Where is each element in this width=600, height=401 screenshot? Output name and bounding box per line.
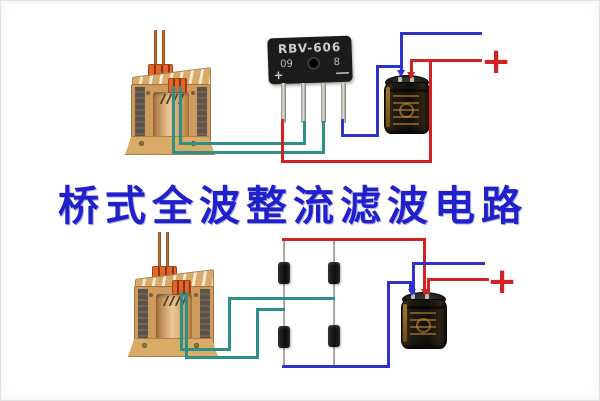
wire-teal-secondary	[172, 151, 325, 154]
wire-teal-secondary	[228, 297, 335, 300]
primary-wire	[162, 30, 165, 68]
bridge-minus-mark: −	[333, 65, 352, 81]
wire-blue-negative	[341, 119, 344, 137]
capacitor-negative-pin	[398, 77, 402, 82]
wire-teal-secondary	[256, 308, 259, 359]
diode-4	[328, 325, 340, 347]
frame-hole	[149, 293, 153, 297]
wire-red-positive	[282, 238, 426, 241]
capacitor-crimp	[401, 306, 445, 309]
wire-blue-negative	[412, 262, 415, 294]
primary-wire	[158, 232, 161, 270]
wire-red-positive	[429, 61, 432, 163]
capacitor-positive-pin	[410, 77, 414, 82]
wire-blue-negative	[412, 262, 485, 265]
wire-blue-negative	[282, 365, 390, 368]
filter-capacitor-bottom	[400, 290, 447, 349]
primary-wire	[154, 30, 157, 68]
primary-wire	[166, 232, 169, 270]
diode-3	[328, 262, 340, 284]
wire-teal-secondary	[185, 292, 188, 359]
wire-blue-negative	[387, 281, 390, 368]
wire-blue-arrow	[397, 70, 405, 77]
bridge-leg-ac2	[321, 83, 326, 123]
core-lamination	[138, 289, 148, 343]
wire-teal-secondary	[180, 292, 183, 351]
wire-teal-secondary	[179, 86, 182, 145]
capacitor-logo	[416, 318, 431, 333]
core-lamination	[197, 87, 207, 141]
capacitor-gold-stripe	[386, 87, 390, 127]
wire-red-positive	[423, 238, 426, 292]
wire-red-positive	[281, 160, 432, 163]
wire-blue-negative	[341, 134, 379, 137]
wire-teal-secondary	[172, 86, 175, 153]
capacitor-logo	[399, 103, 414, 118]
diode-lead	[333, 240, 335, 367]
positive-output-label-bottom: +	[487, 261, 518, 302]
capacitor-crimp	[384, 89, 428, 92]
wire-blue-negative	[400, 32, 482, 35]
diode-2	[278, 326, 290, 348]
wire-blue-negative	[376, 65, 402, 68]
bridge-rectifier: RBV-606 09 8 + −	[266, 35, 358, 123]
screw	[142, 343, 147, 348]
diode-lead	[283, 240, 285, 367]
wire-blue-negative	[376, 65, 379, 137]
transformer-core	[131, 84, 211, 144]
filter-capacitor-top	[383, 73, 430, 134]
wire-teal-secondary	[179, 142, 306, 145]
wire-red-positive	[427, 278, 489, 281]
bridge-body: RBV-606 09 8 + −	[267, 35, 353, 85]
bridge-plus-mark: +	[273, 67, 284, 83]
transformer-core	[134, 286, 214, 346]
wire-blue-negative	[409, 281, 412, 292]
bridge-mounting-hole	[308, 58, 318, 69]
capacitor-gold-stripe	[403, 304, 407, 342]
wire-teal-secondary	[256, 308, 285, 311]
frame-hole	[146, 91, 150, 95]
positive-output-label-top: +	[481, 41, 512, 82]
wire-red-positive	[281, 119, 284, 163]
screw	[194, 343, 199, 348]
wire-red-positive	[410, 59, 482, 62]
capacitor-negative-pin	[411, 294, 415, 299]
bridge-leg-minus	[341, 83, 346, 123]
wire-blue-negative	[387, 281, 411, 284]
bridge-model-label: RBV-606	[277, 39, 342, 57]
screw	[139, 141, 144, 146]
wire-blue-arrow	[408, 289, 416, 296]
bridge-leg-plus	[281, 83, 286, 123]
wire-red-arrow	[421, 289, 429, 296]
wire-red-positive	[410, 61, 413, 75]
wire-teal-secondary	[180, 348, 231, 351]
wire-red-arrow	[407, 72, 415, 79]
wire-teal-secondary	[322, 121, 325, 154]
wire-teal-secondary	[303, 121, 306, 145]
terminal-block	[168, 78, 187, 93]
core-lamination	[135, 87, 145, 141]
page-title: 桥式全波整流滤波电路	[58, 182, 528, 230]
wire-teal-secondary	[228, 297, 231, 351]
core-lamination	[200, 289, 210, 343]
transformer-bottom	[128, 230, 218, 357]
transformer-top	[125, 28, 215, 155]
bridge-leg-ac1	[301, 83, 306, 123]
frame-hole	[194, 293, 198, 297]
diode-1	[278, 262, 290, 284]
capacitor-positive-pin	[425, 294, 429, 299]
wire-blue-negative	[400, 32, 403, 72]
wire-red-positive	[427, 278, 430, 294]
frame-hole	[191, 91, 195, 95]
wire-teal-secondary	[185, 356, 259, 359]
